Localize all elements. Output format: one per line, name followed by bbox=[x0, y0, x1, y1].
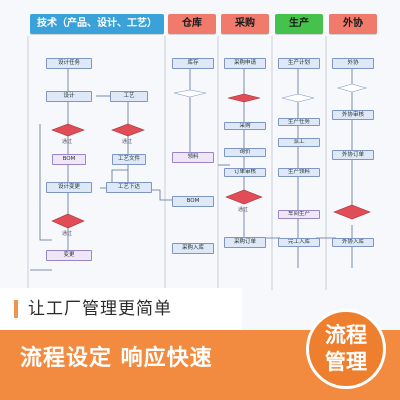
lane-header-tech: 技术（产品、设计、工艺） bbox=[30, 14, 164, 34]
label-pass: 通过 bbox=[62, 231, 73, 237]
node-production-plan: 生产计划 bbox=[278, 58, 320, 69]
node-process-file: 工艺文件 bbox=[112, 154, 146, 165]
node-dispatch: 派工 bbox=[278, 138, 320, 147]
node-bom: BOM bbox=[52, 154, 86, 165]
node-picking: 领料 bbox=[172, 152, 214, 163]
node-process: 工艺 bbox=[110, 91, 148, 102]
lane-header-production: 生产 bbox=[275, 14, 323, 34]
label-pass: 通过 bbox=[62, 139, 73, 145]
badge-line-1: 流程 bbox=[325, 323, 367, 347]
node-process-release: 工艺下达 bbox=[106, 182, 152, 193]
node-outsource-review: 外协审核 bbox=[332, 110, 374, 120]
label-pass: 通过 bbox=[122, 139, 133, 145]
process-management-badge: 流程 管理 bbox=[306, 309, 386, 389]
tagline-banner: 让工厂管理更简单 bbox=[0, 288, 242, 330]
node-purchase-request: 采购申请 bbox=[224, 58, 266, 69]
node-purchase-in: 采购入库 bbox=[172, 243, 214, 254]
label-pass: 通过 bbox=[238, 207, 249, 213]
node-outsource-in: 外协入库 bbox=[332, 238, 374, 247]
node-change: 变更 bbox=[46, 250, 92, 261]
node-inventory: 库存 bbox=[172, 58, 214, 69]
lane-header-purchase: 采购 bbox=[221, 14, 269, 34]
node-purchase-order: 采购订单 bbox=[224, 237, 266, 248]
node-purchase: 采购 bbox=[224, 122, 266, 130]
node-finished-in: 完工入库 bbox=[278, 238, 320, 247]
node-design-change: 设计变更 bbox=[46, 182, 92, 193]
badge-line-2: 管理 bbox=[325, 350, 367, 374]
node-outsource-order: 外协订单 bbox=[332, 150, 374, 160]
node-outsource: 外协 bbox=[332, 58, 374, 69]
node-design-task: 设计任务 bbox=[46, 58, 92, 69]
node-production-task: 生产任务 bbox=[278, 118, 320, 126]
node-order-review: 订单审核 bbox=[224, 168, 266, 177]
node-inquiry: 询价 bbox=[224, 148, 266, 157]
node-bom-warehouse: BOM bbox=[172, 196, 214, 207]
node-workshop: 车间生产 bbox=[278, 210, 320, 219]
lane-header-warehouse: 仓库 bbox=[168, 14, 216, 34]
lane-header-outsource: 外协 bbox=[329, 14, 377, 34]
node-design: 设计 bbox=[46, 91, 92, 102]
node-production-picking: 生产领料 bbox=[278, 168, 320, 177]
slogan-text: 流程设定 响应快速 bbox=[20, 346, 213, 371]
